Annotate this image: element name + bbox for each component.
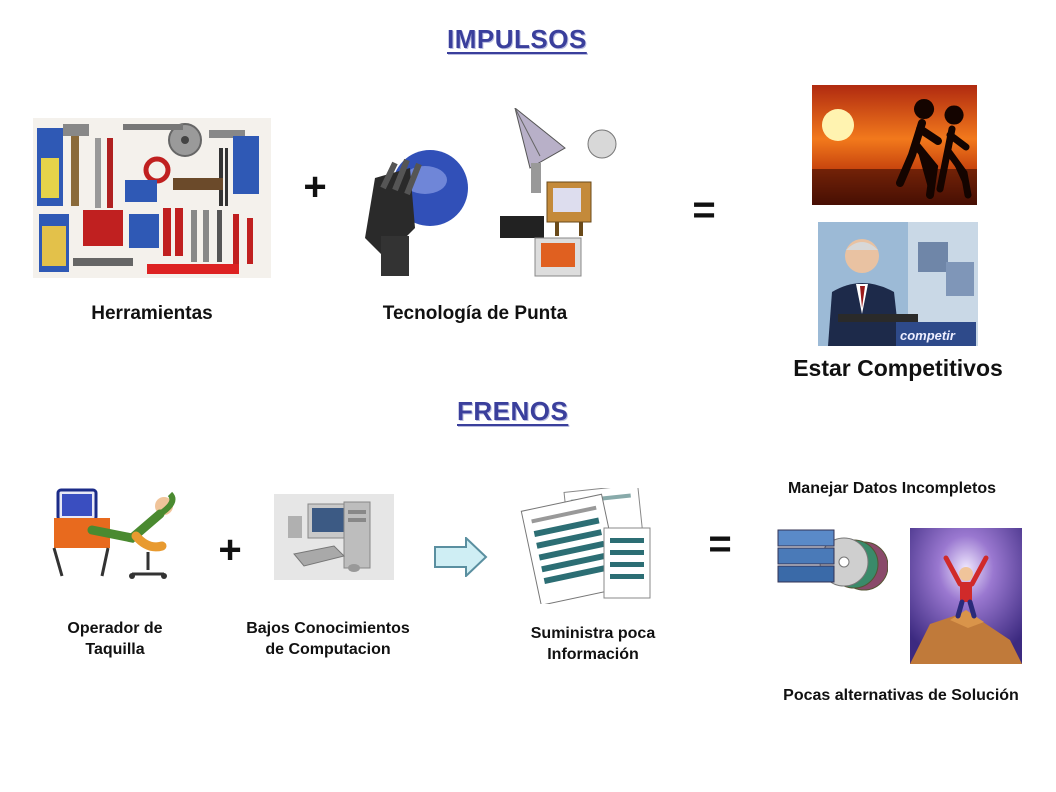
frenos-item-label: Suministra poca Información bbox=[530, 625, 656, 663]
frenos-equals-operator: = bbox=[708, 522, 732, 566]
impulsos-equals-operator: = bbox=[692, 188, 716, 232]
frenos-result-bottom-label: Pocas alternativas de Solución bbox=[783, 687, 1019, 704]
right-arrow-icon bbox=[434, 537, 488, 577]
frenos-item-label: Operador de Taquilla bbox=[67, 620, 163, 658]
frenos-plus-operator: + bbox=[218, 528, 242, 572]
impulsos-result-label: Estar Competitivos bbox=[793, 355, 1003, 381]
operator-relaxing-image bbox=[52, 484, 190, 582]
documents-image bbox=[520, 488, 654, 604]
runners-sunset-image bbox=[812, 85, 977, 205]
frenos-heading: FRENOS bbox=[457, 396, 569, 426]
impulsos-heading: IMPULSOS bbox=[447, 24, 587, 54]
competir-logo-text: competir bbox=[900, 328, 955, 343]
tools-image bbox=[33, 118, 271, 278]
frenos-item-label: Bajos Conocimientos de Computacion bbox=[246, 620, 410, 658]
desktop-computer-image bbox=[274, 494, 394, 580]
impulsos-item-label: Tecnología de Punta bbox=[382, 303, 568, 324]
impulsos-plus-operator: + bbox=[303, 165, 327, 209]
person-mountain-image bbox=[910, 528, 1022, 664]
businessman-image bbox=[818, 222, 978, 346]
software-discs-image bbox=[776, 524, 888, 596]
technology-image bbox=[355, 108, 625, 288]
frenos-result-top-label: Manejar Datos Incompletos bbox=[787, 480, 997, 497]
impulsos-item-label: Herramientas bbox=[91, 303, 213, 324]
